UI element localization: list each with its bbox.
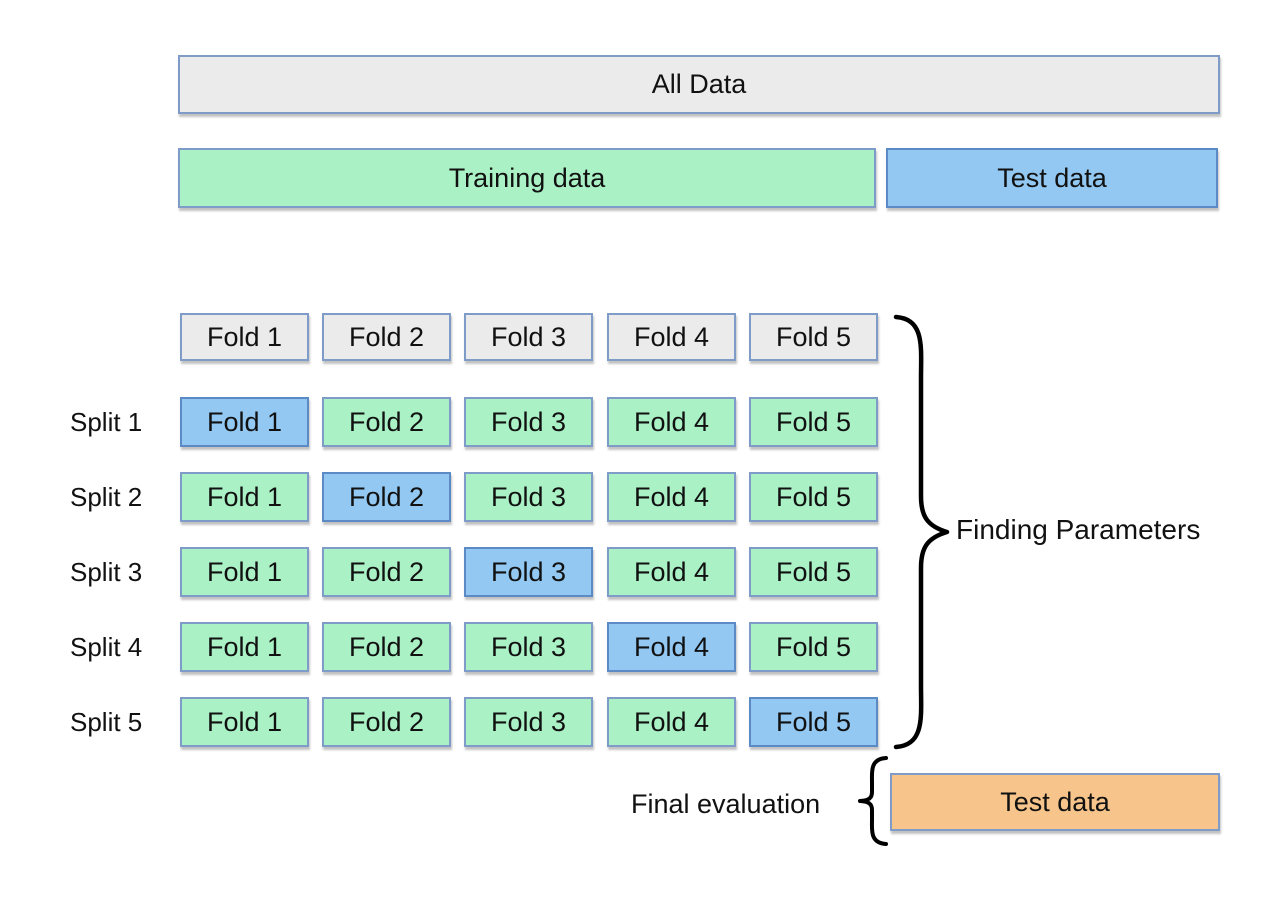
- fold-cell-train: Fold 1: [180, 547, 309, 597]
- fold-header-cell: Fold 3: [464, 313, 593, 361]
- final-evaluation-brace: [858, 756, 888, 846]
- fold-cell-train: Fold 1: [180, 472, 309, 522]
- split-label: Split 3: [70, 556, 143, 587]
- fold-cell-train: Fold 3: [464, 622, 593, 672]
- finding-parameters-label: Finding Parameters: [956, 514, 1201, 545]
- final-test-data-bar: Test data: [890, 773, 1220, 831]
- fold-cell-test: Fold 5: [749, 697, 878, 747]
- fold-header-cell: Fold 4: [607, 313, 736, 361]
- split-label: Split 2: [70, 481, 143, 512]
- fold-cell-test: Fold 4: [607, 622, 736, 672]
- split-label: Split 1: [70, 406, 143, 437]
- fold-cell-test: Fold 3: [464, 547, 593, 597]
- fold-cell-test: Fold 1: [180, 397, 309, 447]
- split-label: Split 5: [70, 706, 143, 737]
- fold-cell-train: Fold 3: [464, 472, 593, 522]
- fold-cell-train: Fold 5: [749, 397, 878, 447]
- fold-cell-train: Fold 5: [749, 472, 878, 522]
- fold-cell-train: Fold 5: [749, 547, 878, 597]
- fold-header-cell: Fold 2: [322, 313, 451, 361]
- fold-cell-train: Fold 3: [464, 397, 593, 447]
- fold-cell-train: Fold 4: [607, 547, 736, 597]
- final-evaluation-label: Final evaluation: [631, 789, 821, 819]
- fold-cell-train: Fold 5: [749, 622, 878, 672]
- all-data-bar: All Data: [178, 55, 1220, 114]
- fold-header-cell: Fold 1: [180, 313, 309, 361]
- fold-cell-train: Fold 4: [607, 397, 736, 447]
- fold-header-cell: Fold 5: [749, 313, 878, 361]
- fold-cell-test: Fold 2: [322, 472, 451, 522]
- finding-parameters-brace: [893, 314, 950, 750]
- fold-cell-train: Fold 3: [464, 697, 593, 747]
- training-data-bar: Training data: [178, 148, 876, 208]
- fold-cell-train: Fold 1: [180, 622, 309, 672]
- fold-cell-train: Fold 2: [322, 622, 451, 672]
- fold-cell-train: Fold 2: [322, 547, 451, 597]
- fold-cell-train: Fold 4: [607, 472, 736, 522]
- fold-cell-train: Fold 4: [607, 697, 736, 747]
- fold-cell-train: Fold 2: [322, 697, 451, 747]
- split-label: Split 4: [70, 631, 143, 662]
- fold-cell-train: Fold 2: [322, 397, 451, 447]
- fold-cell-train: Fold 1: [180, 697, 309, 747]
- test-data-bar: Test data: [886, 148, 1218, 208]
